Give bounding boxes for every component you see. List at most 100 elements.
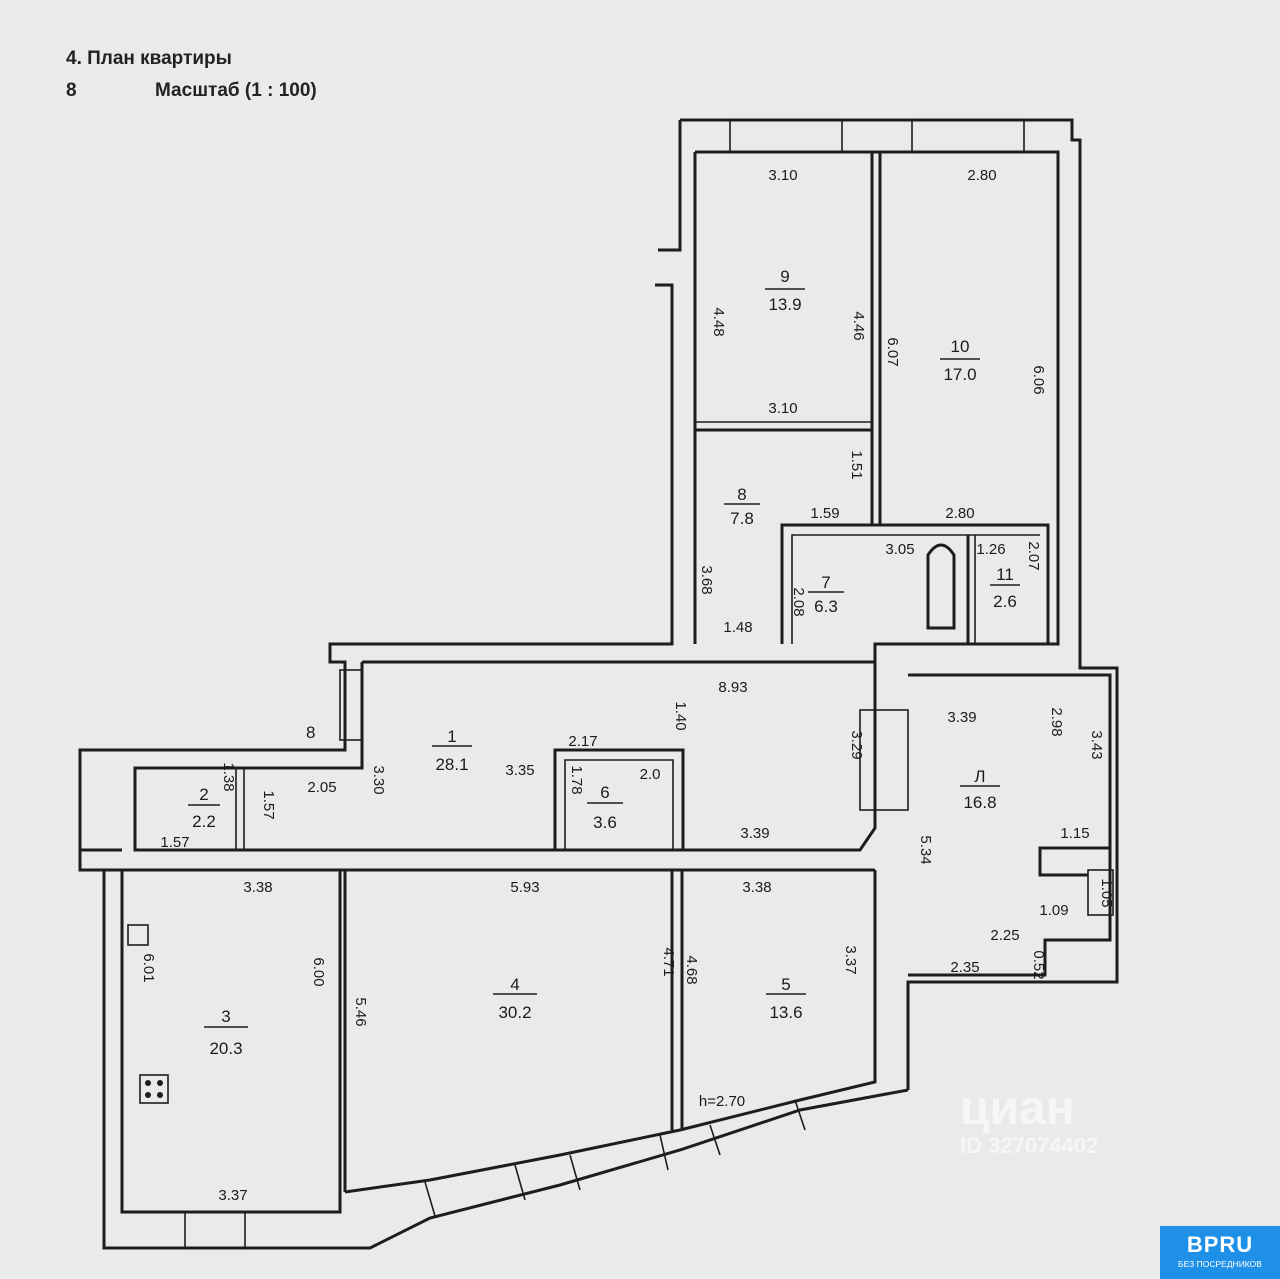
svg-text:2.6: 2.6 [993, 592, 1017, 611]
dim: 6.06 [1030, 365, 1047, 394]
room-11: 112.6 [990, 565, 1020, 611]
dim: 4.71 [660, 947, 677, 976]
room-6: 63.6 [587, 783, 623, 832]
watermark-brand: циан [960, 1082, 1075, 1135]
svg-text:13.9: 13.9 [768, 295, 801, 314]
dim: 2.35 [950, 959, 979, 976]
dim: 5.93 [510, 879, 539, 896]
sink-icon [127, 924, 149, 946]
dim: 1.38 [220, 762, 237, 791]
dim: 2.25 [990, 927, 1019, 944]
dim: 2.80 [945, 505, 974, 522]
svg-text:6.3: 6.3 [814, 597, 838, 616]
dim: 1.40 [672, 701, 689, 730]
svg-text:20.3: 20.3 [209, 1039, 242, 1058]
svg-text:6: 6 [600, 783, 609, 802]
dim: 1.09 [1039, 902, 1068, 919]
dim: 2.98 [1048, 707, 1065, 736]
dim: 3.10 [768, 167, 797, 184]
dim: 4.68 [683, 955, 700, 984]
walls [78, 118, 1119, 1250]
dim: 3.39 [740, 825, 769, 842]
svg-text:3: 3 [221, 1007, 230, 1026]
logo-tagline: БЕЗ ПОСРЕДНИКОВ [1178, 1259, 1262, 1269]
dim: 3.38 [243, 879, 272, 896]
dim: 3.37 [842, 945, 859, 974]
svg-text:10: 10 [951, 337, 970, 356]
svg-text:Л: Л [974, 767, 985, 786]
svg-text:16.8: 16.8 [963, 793, 996, 812]
dim: 5.34 [917, 835, 934, 864]
dim: 3.68 [698, 565, 715, 594]
dim: 3.29 [848, 730, 865, 759]
dim: 4.46 [850, 311, 867, 340]
dim: 1.05 [1098, 878, 1115, 907]
room-1: 128.1 [432, 727, 472, 774]
room-loggia: Л 16.8 [960, 767, 1000, 812]
dim: 3.38 [742, 879, 771, 896]
dim: 1.59 [810, 505, 839, 522]
room-5: 513.6 [766, 975, 806, 1022]
dim: 3.39 [947, 709, 976, 726]
dim: 6.00 [310, 957, 327, 986]
dim: 6.07 [884, 337, 901, 366]
room-9: 913.9 [765, 267, 805, 314]
dim: 2.05 [307, 779, 336, 796]
room-3: 320.3 [204, 1007, 248, 1058]
svg-text:7: 7 [821, 573, 830, 592]
svg-text:8: 8 [737, 485, 746, 504]
dim: 5.46 [352, 997, 369, 1026]
watermark-id: ID 327074402 [960, 1133, 1099, 1158]
dim: 6.01 [140, 953, 157, 982]
dim: 3.43 [1088, 730, 1105, 759]
dim: 2.08 [790, 587, 807, 616]
svg-text:17.0: 17.0 [943, 365, 976, 384]
stove-icon [139, 1074, 169, 1104]
svg-text:28.1: 28.1 [435, 755, 468, 774]
room-8: 87.8 [724, 485, 760, 528]
svg-text:1: 1 [447, 727, 456, 746]
room-7: 76.3 [808, 573, 844, 616]
dim: 2.17 [568, 733, 597, 750]
dim: 1.15 [1060, 825, 1089, 842]
dim: 1.51 [848, 450, 865, 479]
logo-name: BPRU [1186, 1232, 1254, 1257]
dimension-labels: 3.10 2.80 4.48 4.46 6.07 6.06 3.10 1.51 … [140, 167, 1115, 1204]
dim: 2.0 [640, 766, 661, 783]
dim: 3.05 [885, 541, 914, 558]
svg-text:2: 2 [199, 785, 208, 804]
dim: 3.37 [218, 1187, 247, 1204]
svg-text:30.2: 30.2 [498, 1003, 531, 1022]
dim: 1.57 [260, 790, 277, 819]
svg-text:11: 11 [996, 565, 1014, 584]
dim: 1.26 [976, 541, 1005, 558]
bpru-logo: BPRU БЕЗ ПОСРЕДНИКОВ [1160, 1226, 1280, 1279]
dim: 3.35 [505, 762, 534, 779]
dim: 1.78 [568, 765, 585, 794]
dim: 4.48 [710, 307, 727, 336]
svg-text:9: 9 [780, 267, 789, 286]
svg-text:13.6: 13.6 [769, 1003, 802, 1022]
watermark: циан ID 327074402 [960, 1085, 1098, 1159]
svg-text:4: 4 [510, 975, 519, 994]
dim: 1.48 [723, 619, 752, 636]
svg-text:5: 5 [781, 975, 790, 994]
room-10: 10 17.0 [940, 337, 980, 384]
dim: 0.52 [1030, 950, 1047, 979]
room-4: 430.2 [493, 975, 537, 1022]
scale-label: Масштаб (1 : 100) [155, 80, 317, 101]
plan-title: 4. План квартиры [66, 48, 232, 69]
dim: 3.10 [768, 400, 797, 417]
svg-text:3.6: 3.6 [593, 813, 617, 832]
dim: 8.93 [718, 679, 747, 696]
sheet-number: 8 [66, 80, 77, 101]
entrance-mark: 8 [306, 723, 315, 742]
svg-text:2.2: 2.2 [192, 812, 216, 831]
dim: 1.57 [160, 834, 189, 851]
svg-text:7.8: 7.8 [730, 509, 754, 528]
dim: 2.07 [1025, 541, 1042, 570]
ceiling-height: h=2.70 [699, 1093, 745, 1110]
dim: 3.30 [370, 765, 387, 794]
